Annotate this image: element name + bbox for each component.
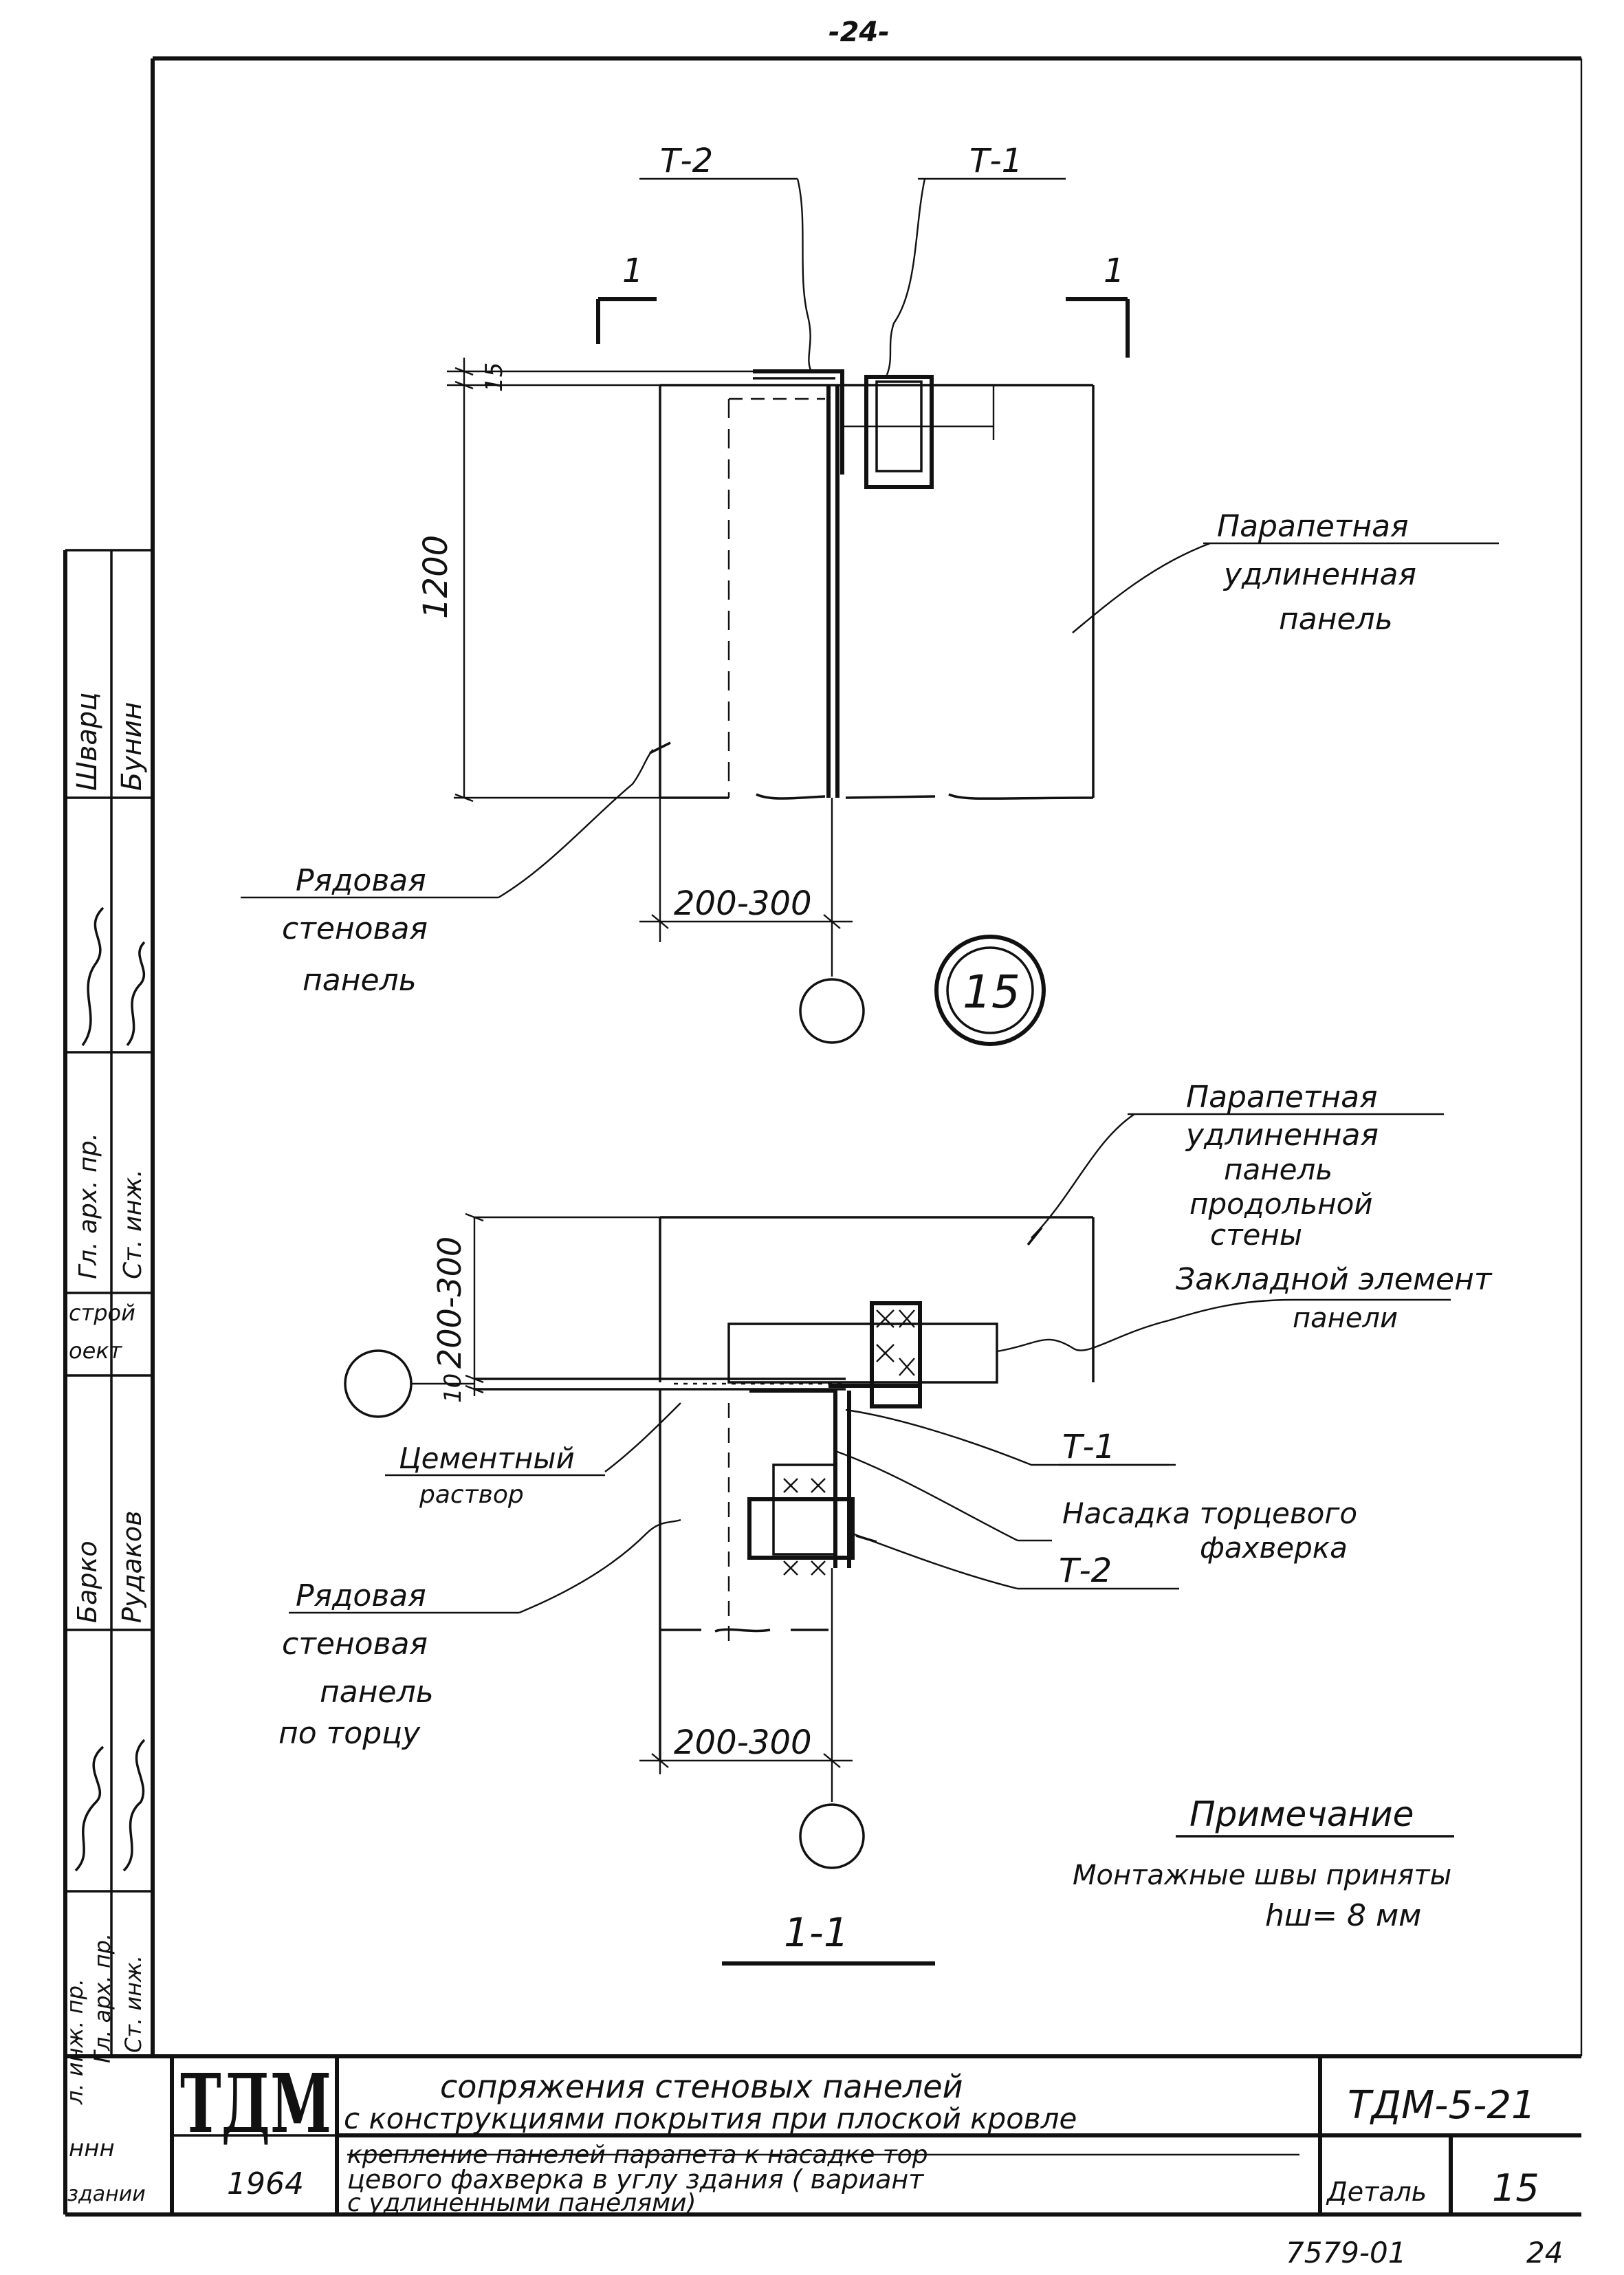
section-view: [289, 1113, 1454, 1966]
sec-ordinary-line-1: Рядовая: [296, 1578, 426, 1613]
sec-parapet-line-2: удлиненная: [1185, 1118, 1379, 1153]
side-stamp: Гл. арх. пр. Ст. инж. Шварц Бунин строй …: [62, 549, 153, 2214]
stamp-signature-3: Барко: [72, 1541, 102, 1623]
signature-scribble-1: [81, 906, 105, 1047]
stamp-bottom-role-3: Ст. инж.: [120, 1955, 146, 2053]
sec-parapet-line-4: продольной: [1189, 1187, 1373, 1221]
sec-dim-range: 200-300: [674, 1723, 812, 1762]
top-label-t2: Т-2: [660, 142, 713, 180]
title-line-1: сопряжения стеновых панелей: [440, 2068, 963, 2105]
top-ordinary-line-3: панель: [303, 963, 417, 998]
stamp-bottom-fragment-2: здании: [67, 2182, 146, 2206]
stamp-bottom-fragment-1: ннн: [69, 2135, 115, 2162]
top-parapet-line-1: Парапетная: [1217, 509, 1409, 544]
signature-scribble-4: [122, 1739, 146, 1872]
signature-scribble-2: [126, 941, 146, 1047]
title-line-2: с конструкциями покрытия при плоской кро…: [344, 2102, 1077, 2135]
stamp-org-part1: строй: [69, 1300, 135, 1326]
sec-nozzle-line-2: фахверка: [1200, 1531, 1348, 1565]
sec-dim-range-vertical: 200-300: [431, 1237, 468, 1369]
subtitle-line-2: цевого фахверка в углу здания ( вариант: [347, 2164, 925, 2195]
detail-label: Деталь: [1326, 2177, 1427, 2207]
sheet-frame: [65, 56, 1583, 2217]
section-title: 1-1: [784, 1909, 849, 1956]
top-parapet-line-3: панель: [1279, 602, 1393, 637]
stamp-signature-1: Шварц: [72, 693, 103, 791]
top-view: [241, 177, 1499, 1046]
sheet-code: ТДМ-5-21: [1348, 2083, 1536, 2128]
sec-mortar-line-1: Цементный: [399, 1441, 575, 1475]
top-label-t1: Т-1: [969, 142, 1022, 180]
sec-label-t2: Т-2: [1059, 1552, 1112, 1590]
dim-1200: 1200: [417, 535, 455, 619]
note-line-2: hш= 8 мм: [1265, 1898, 1421, 1933]
sec-ordinary-line-2: стеновая: [282, 1626, 428, 1662]
sec-label-t1: Т-1: [1062, 1428, 1115, 1466]
top-dim-range: 200-300: [674, 884, 812, 923]
top-ordinary-line-1: Рядовая: [296, 863, 426, 898]
org-logo: ТДМ: [180, 2056, 331, 2151]
corner-page-number: 24: [1526, 2236, 1563, 2269]
top-ordinary-line-2: стеновая: [282, 911, 428, 946]
sec-parapet-line-5: стены: [1210, 1218, 1302, 1252]
stamp-signature-2: Бунин: [116, 702, 148, 791]
sec-ordinary-line-4: по торцу: [278, 1716, 421, 1751]
dim-15: 15: [481, 362, 508, 392]
signature-scribble-3: [74, 1745, 105, 1872]
title-block: [170, 2056, 1581, 2214]
note-title: Примечание: [1189, 1794, 1414, 1834]
sec-mortar-line-2: раствор: [419, 1481, 524, 1509]
archive-number: 7579-01: [1286, 2236, 1407, 2269]
subtitle-line-3: с удлиненными панелями): [347, 2189, 696, 2217]
stamp-signature-4: Рудаков: [117, 1510, 147, 1623]
sec-dim-10: 10: [439, 1373, 467, 1403]
sec-parapet-line-3: панель: [1224, 1153, 1332, 1186]
stamp-bottom-role-1: л. инж. пр.: [62, 1979, 88, 2105]
section-mark-left: 1: [622, 252, 644, 290]
detail-circle-number: 15: [963, 966, 1020, 1019]
sec-ordinary-line-3: панель: [320, 1675, 434, 1710]
section-mark-right: 1: [1104, 252, 1125, 290]
sheet-year: 1964: [227, 2166, 304, 2201]
stamp-org-part2: оект: [69, 1338, 123, 1364]
sec-embedded-line-1: Закладной элемент: [1176, 1262, 1493, 1297]
stamp-role-1: Гл. арх. пр.: [74, 1133, 102, 1279]
note-line-1: Монтажные швы приняты: [1073, 1860, 1451, 1891]
sec-nozzle-line-1: Насадка торцевого: [1062, 1496, 1357, 1530]
stamp-bottom-role-2: Гл. арх. пр.: [89, 1933, 116, 2063]
detail-number: 15: [1492, 2166, 1539, 2210]
sec-parapet-line-1: Парапетная: [1186, 1080, 1378, 1115]
sec-embedded-line-2: панели: [1293, 1303, 1398, 1334]
stamp-role-2: Ст. инж.: [119, 1169, 147, 1279]
top-parapet-line-2: удлиненная: [1222, 557, 1416, 592]
page-number: -24-: [829, 17, 890, 48]
